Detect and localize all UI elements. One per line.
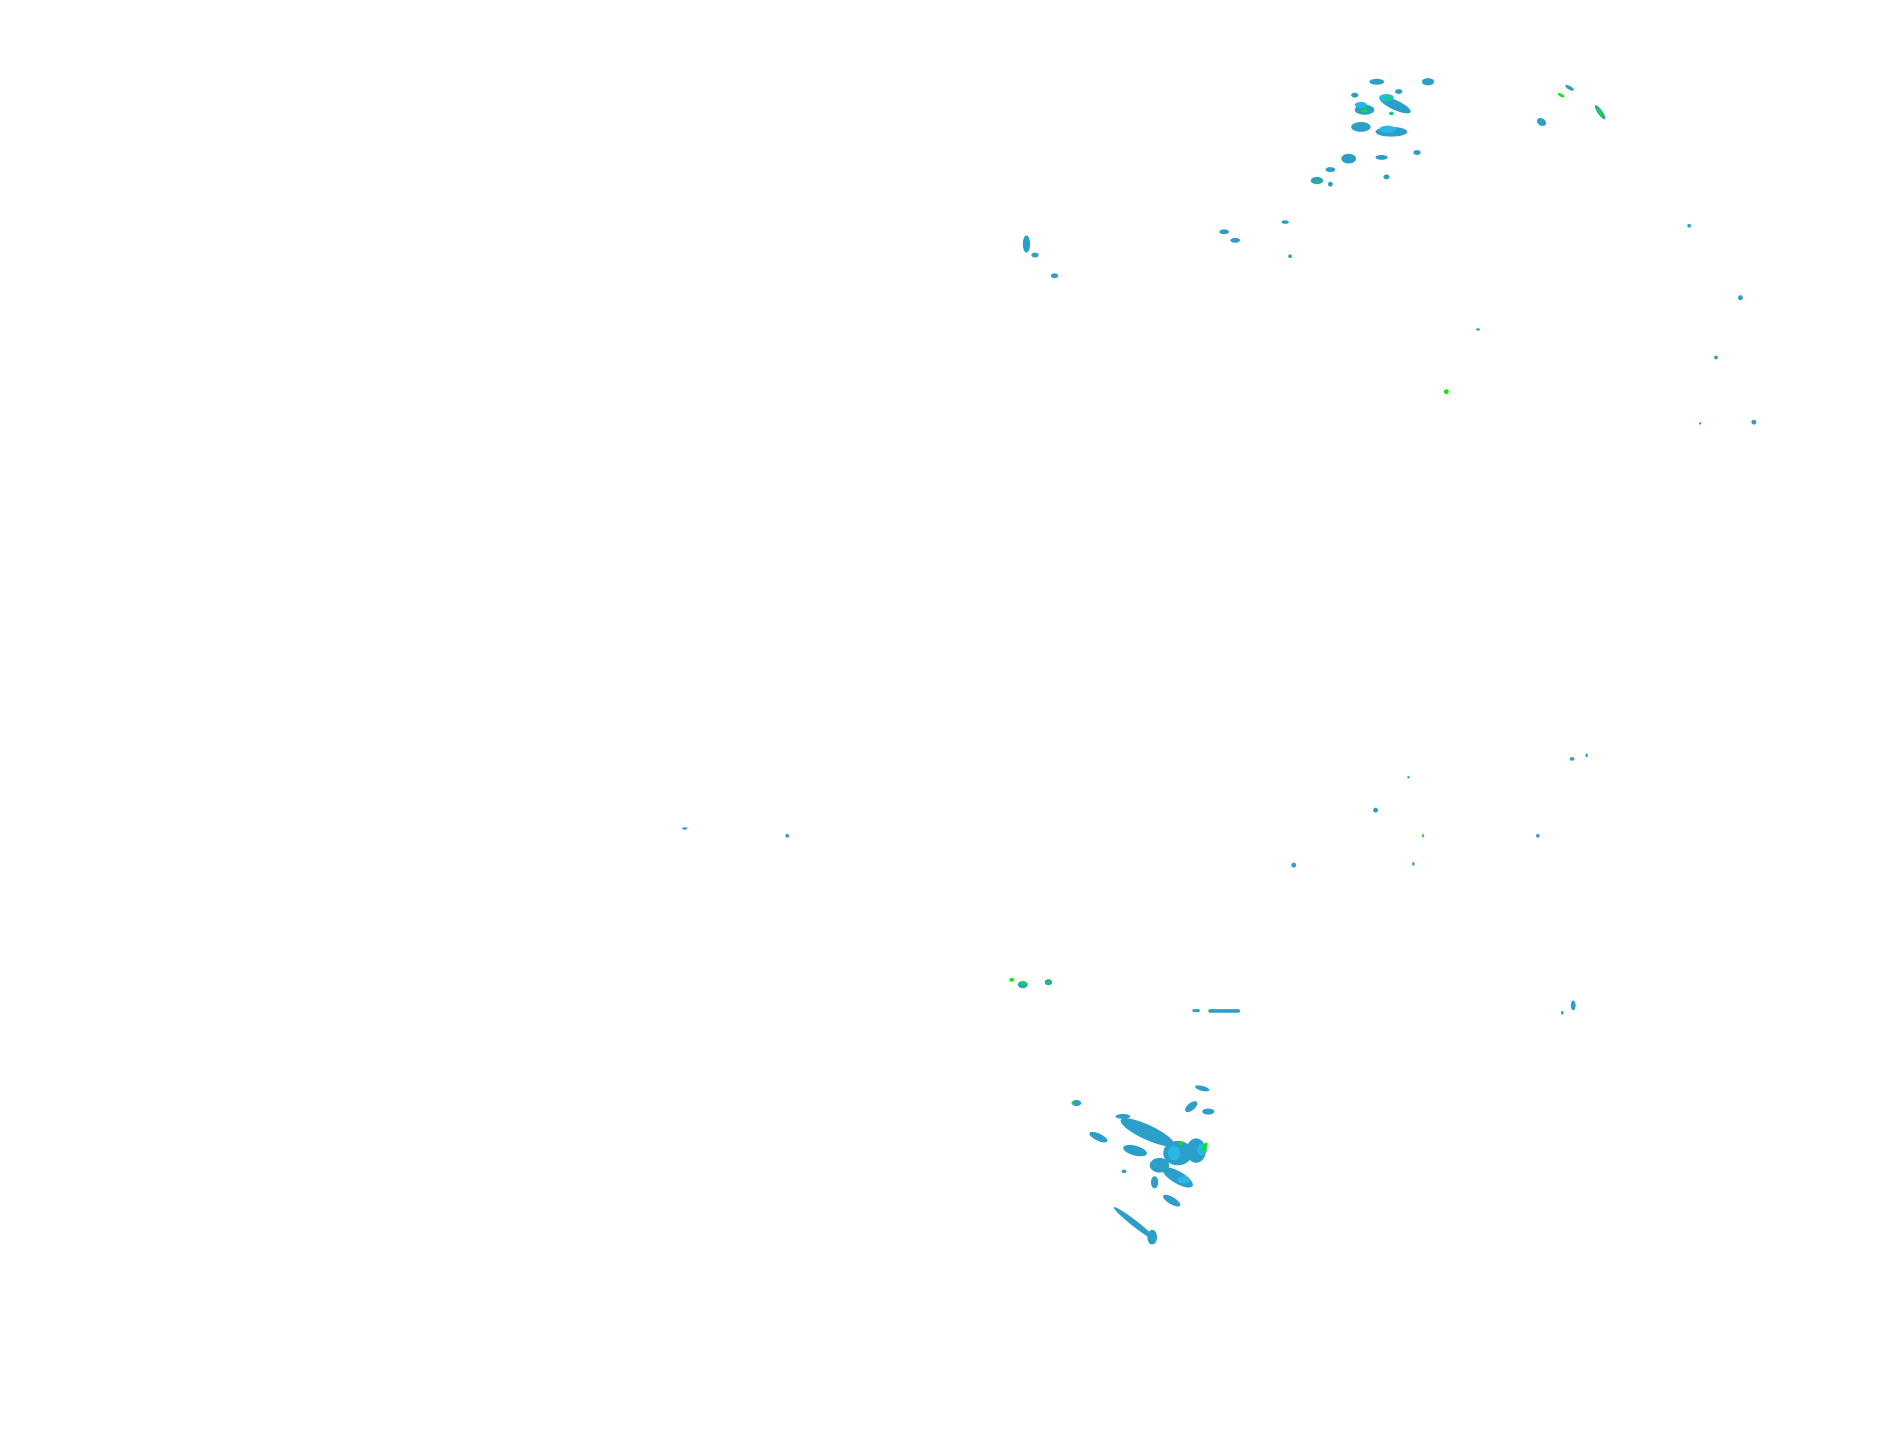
precip-cluster-south bbox=[1071, 1085, 1215, 1245]
precip-cluster-northeast bbox=[1536, 84, 1606, 127]
precip-cluster-north bbox=[1310, 78, 1435, 187]
precip-scattered-cells bbox=[682, 220, 1757, 1015]
